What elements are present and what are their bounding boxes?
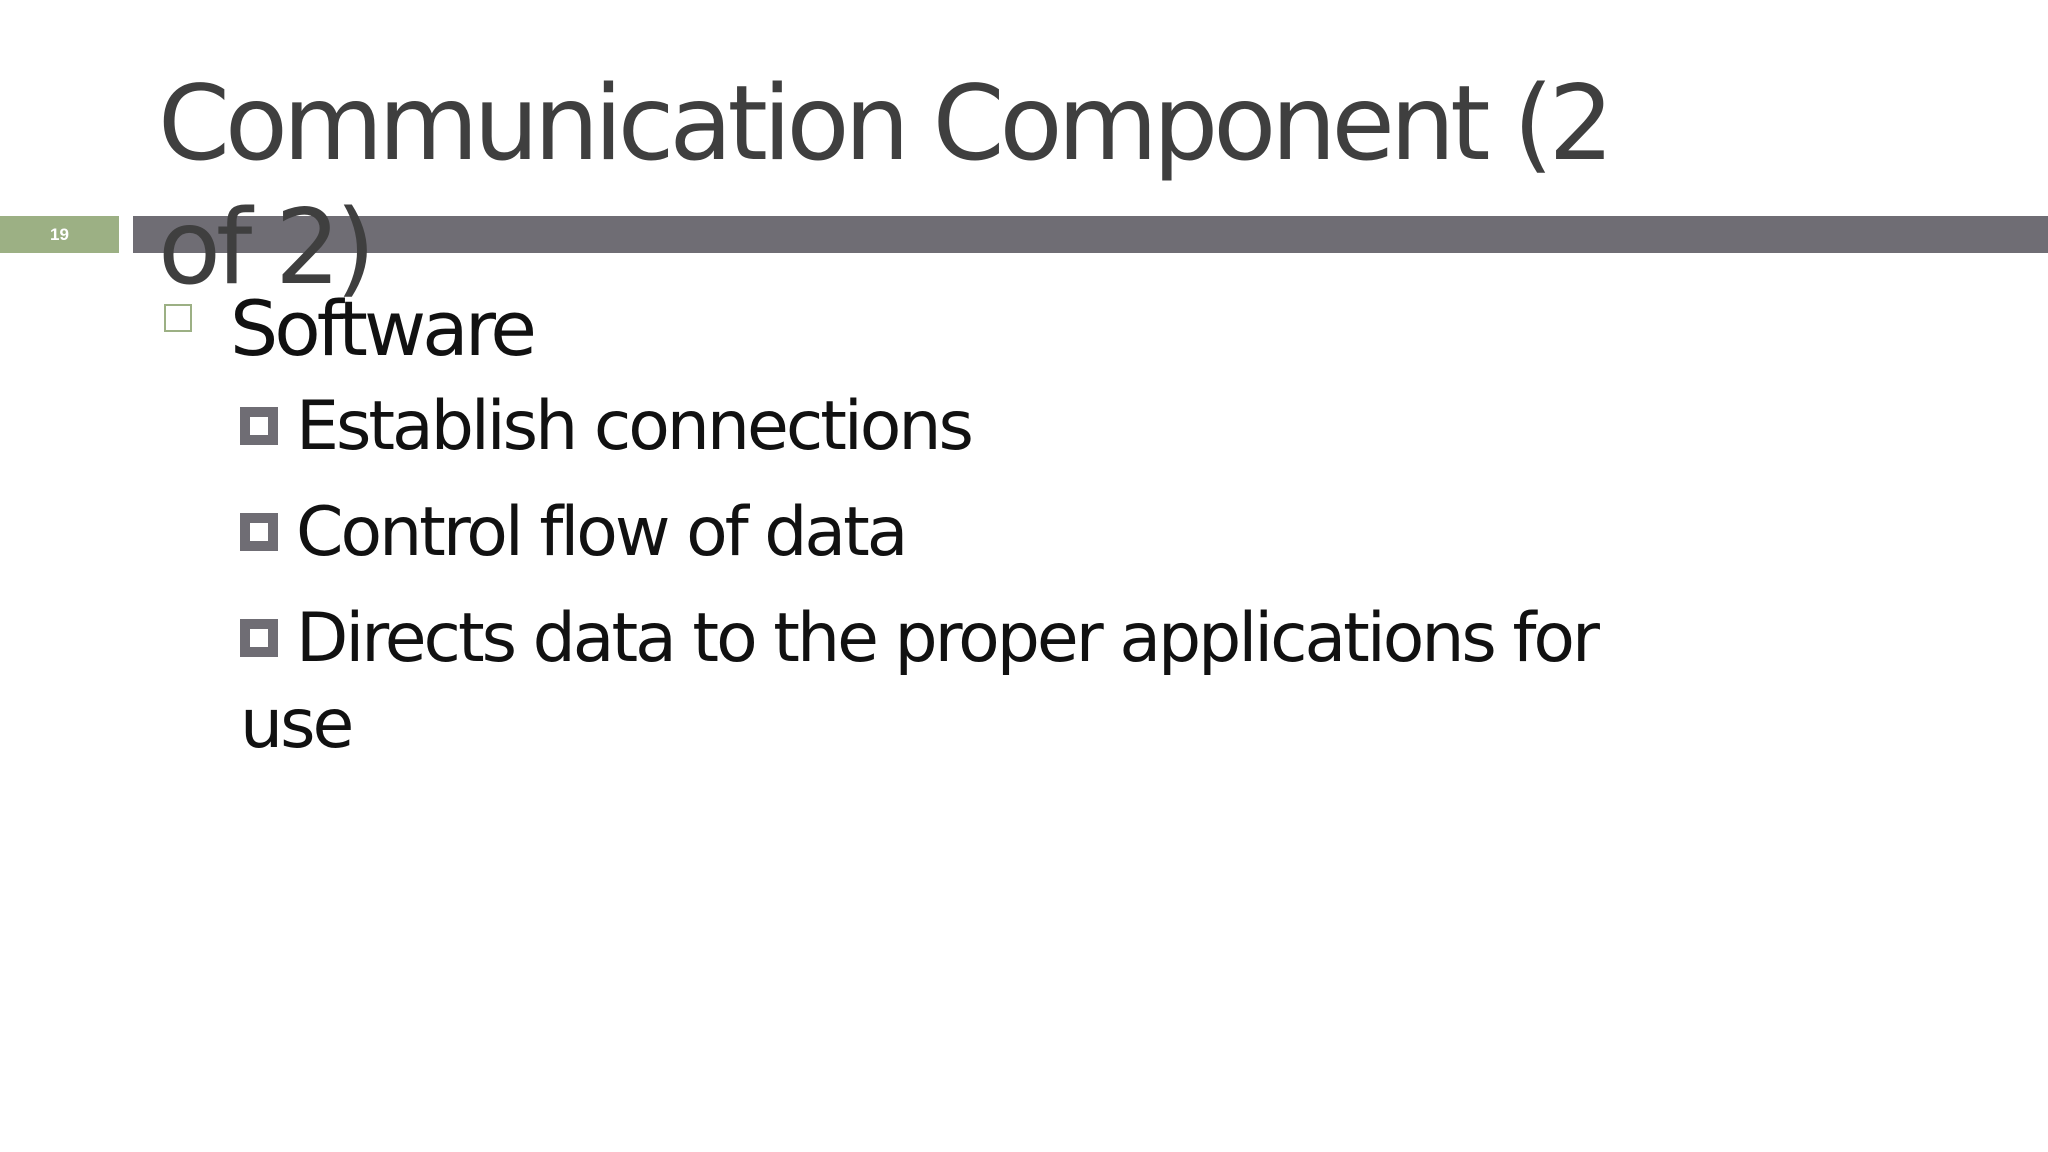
slide-content: Software Establish connections Control f… xyxy=(160,284,1660,788)
sub-bullet-text: Establish connections xyxy=(296,387,974,466)
square-bullet-icon xyxy=(240,407,278,446)
square-outline-bullet-icon xyxy=(164,304,192,332)
header-bar xyxy=(133,216,2048,253)
slide-number-box: 19 xyxy=(0,216,119,253)
sub-bullet-directs-data: Directs data to the proper applications … xyxy=(240,596,1660,768)
slide-title: Communication Component (2 of 2) xyxy=(158,64,1614,308)
sub-bullet-text: Control flow of data xyxy=(296,493,908,572)
sub-bullet-establish-connections: Establish connections xyxy=(240,384,1660,470)
sub-bullet-text: Directs data to the proper applications … xyxy=(240,599,1600,764)
bullet-text: Software xyxy=(230,284,537,373)
sub-bullet-control-flow: Control flow of data xyxy=(240,490,1660,576)
slide-number: 19 xyxy=(50,225,69,244)
square-bullet-icon xyxy=(240,619,278,658)
square-bullet-icon xyxy=(240,513,278,552)
bullet-software: Software xyxy=(160,284,1660,384)
